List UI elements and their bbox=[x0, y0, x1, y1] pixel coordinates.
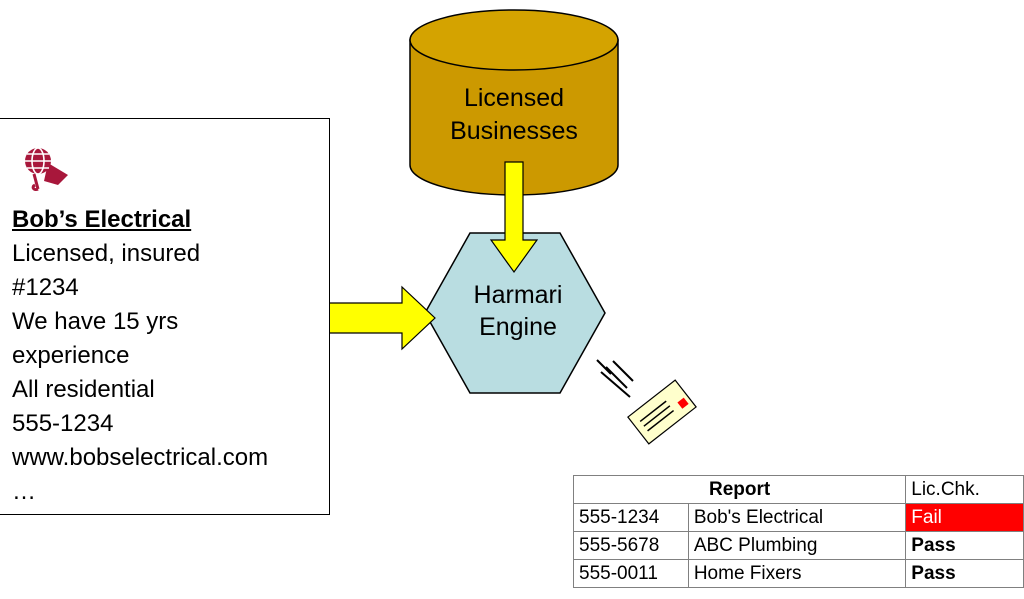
engine-label-line: Engine bbox=[479, 313, 557, 341]
report-title: Report bbox=[572, 475, 907, 504]
row-status-fail: Fail bbox=[905, 503, 1024, 532]
ad-line: We have 15 yrs bbox=[12, 308, 179, 335]
db-to-engine-arrow bbox=[489, 161, 539, 274]
row-name: Bob's Electrical bbox=[687, 503, 907, 532]
database-label-line: Licensed bbox=[463, 84, 565, 112]
business-ad-card: Bob’s Electrical Licensed, insured #1234… bbox=[0, 118, 330, 515]
ad-website: www.bobselectrical.com bbox=[12, 444, 269, 471]
ad-line: All residential bbox=[12, 376, 155, 403]
row-phone: 555-5678 bbox=[573, 531, 689, 560]
ad-line: #1234 bbox=[12, 274, 79, 301]
table-row: 555-5678 ABC Plumbing Pass bbox=[573, 531, 1024, 560]
engine-label-line: Harmari bbox=[473, 281, 563, 309]
ad-phone: 555-1234 bbox=[12, 410, 114, 437]
globe-pin-icon bbox=[25, 147, 68, 191]
envelope-fast-icon bbox=[596, 359, 697, 445]
row-name: Home Fixers bbox=[687, 559, 907, 588]
row-phone: 555-1234 bbox=[573, 503, 689, 532]
ad-ellipsis: … bbox=[12, 478, 36, 505]
licensed-businesses-database bbox=[409, 9, 619, 196]
ad-to-engine-arrow bbox=[312, 285, 436, 351]
report-table: Report Lic.Chk. 555-1234 Bob's Electrica… bbox=[572, 475, 1024, 588]
table-row: 555-1234 Bob's Electrical Fail bbox=[573, 503, 1024, 532]
row-status-pass: Pass bbox=[905, 531, 1024, 560]
ad-line: experience bbox=[12, 342, 130, 369]
database-label: Licensed Businesses bbox=[410, 82, 618, 148]
row-name: ABC Plumbing bbox=[687, 531, 907, 560]
row-phone: 555-0011 bbox=[573, 559, 689, 588]
license-check-header: Lic.Chk. bbox=[905, 475, 1024, 504]
database-label-line: Businesses bbox=[450, 117, 578, 145]
engine-label: Harmari Engine bbox=[430, 279, 606, 343]
table-row: 555-0011 Home Fixers Pass bbox=[573, 559, 1024, 588]
report-header-row: Report Lic.Chk. bbox=[572, 475, 1024, 504]
ad-line: Licensed, insured bbox=[12, 240, 201, 267]
business-name: Bob’s Electrical bbox=[12, 206, 192, 233]
row-status-pass: Pass bbox=[905, 559, 1024, 588]
